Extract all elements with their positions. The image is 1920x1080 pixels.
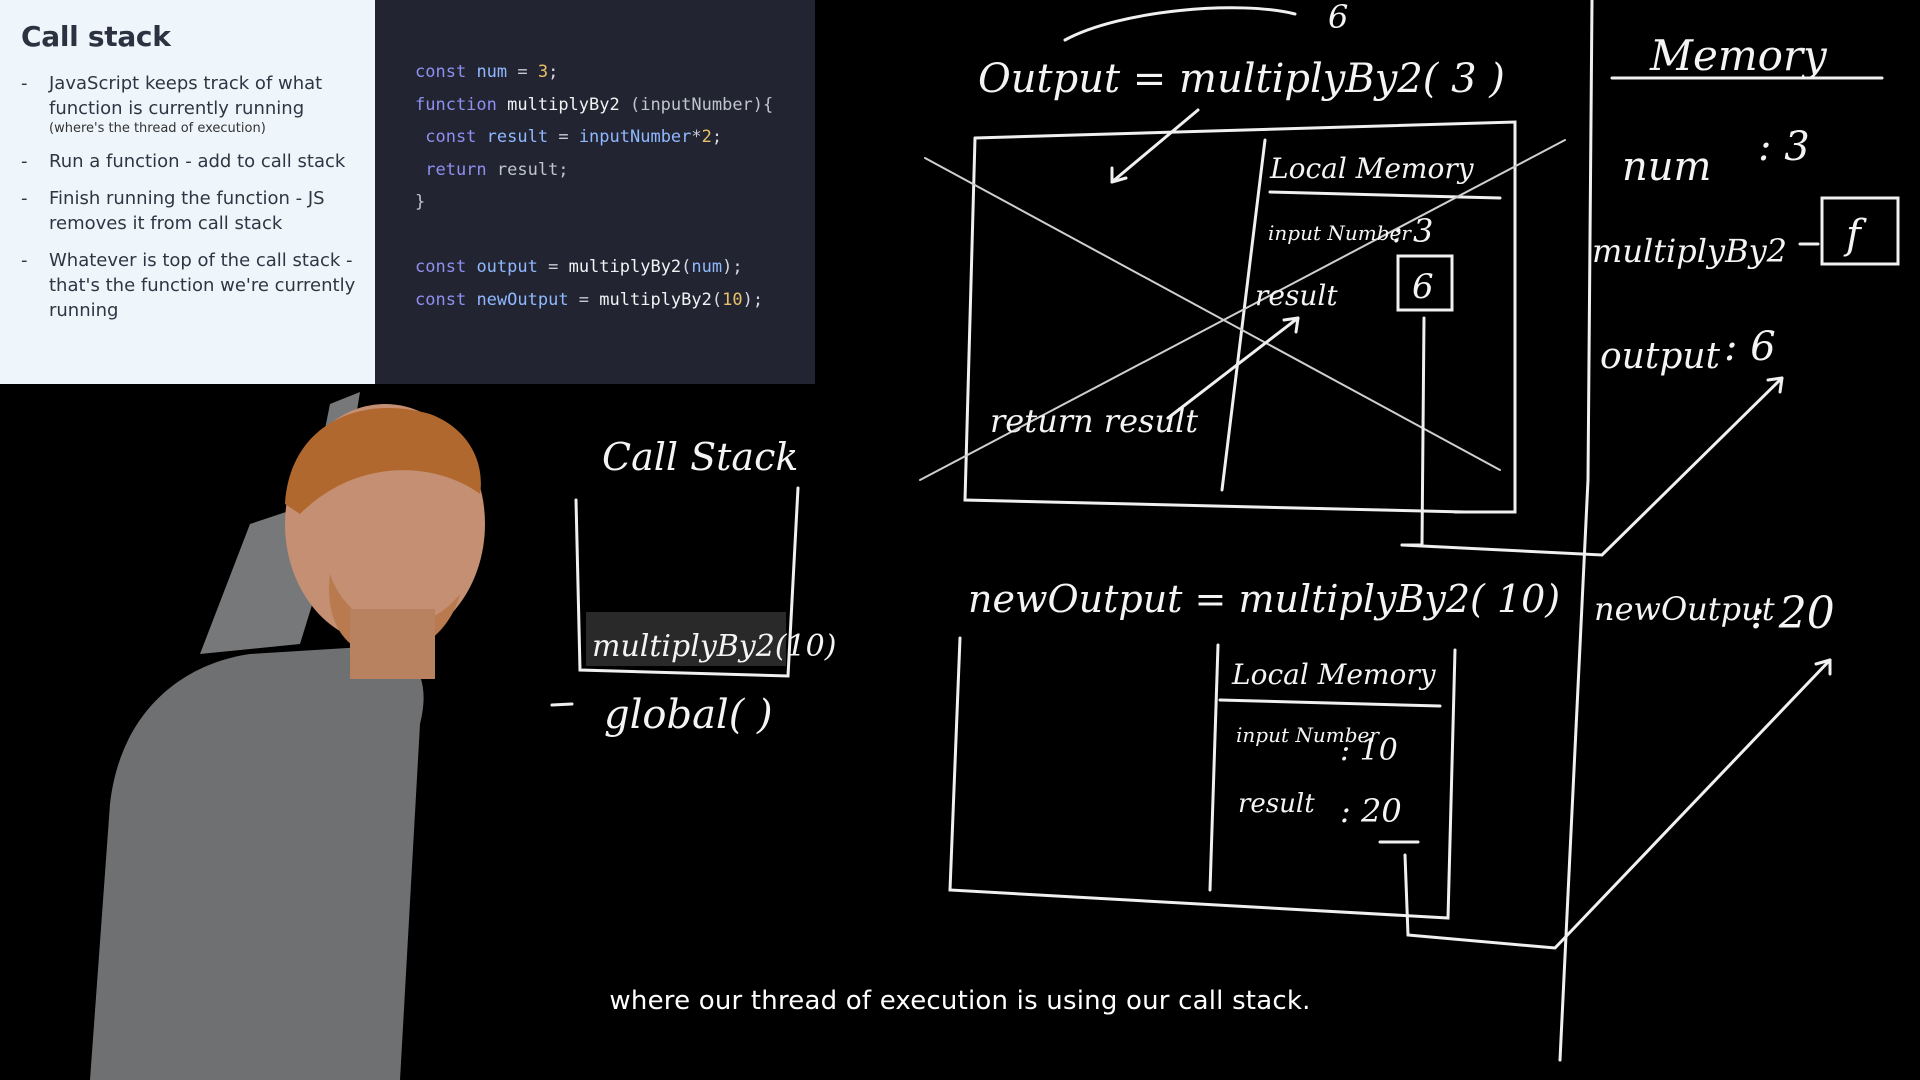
bullet-item: -Finish running the function - JS remove… bbox=[21, 186, 357, 236]
code-punct: ); bbox=[742, 289, 764, 310]
code-line: } bbox=[415, 186, 815, 219]
call-stack-title: Call Stack bbox=[602, 435, 798, 479]
code-keyword: const bbox=[415, 257, 467, 277]
memory-fn-value: f bbox=[1843, 212, 1867, 258]
code-operator: * bbox=[691, 127, 702, 147]
memory-newoutput-value: : 20 bbox=[1750, 588, 1835, 639]
presenter-figure bbox=[90, 392, 485, 1080]
code-operator: = bbox=[568, 289, 600, 310]
code-function-name: multiplyBy2 bbox=[599, 289, 712, 310]
bullet-text: Finish running the function - JS removes… bbox=[49, 188, 325, 234]
bullet-dash: - bbox=[21, 250, 28, 271]
code-line: function multiplyBy2 (inputNumber){ bbox=[415, 89, 815, 122]
code-identifier: output bbox=[476, 257, 538, 277]
code-keyword: const bbox=[415, 62, 467, 82]
board-input-value-2: : 10 bbox=[1340, 733, 1398, 768]
code-text: } bbox=[415, 192, 426, 212]
board-return-text: return result bbox=[990, 402, 1198, 440]
board-result-label-1: result bbox=[1255, 279, 1338, 312]
code-line: const result = inputNumber*2; bbox=[415, 121, 815, 154]
code-function-name: multiplyBy2 bbox=[568, 257, 682, 277]
board-result-value-1: 6 bbox=[1412, 267, 1434, 307]
code-line: return result; bbox=[415, 154, 815, 187]
board-result-value-2: : 20 bbox=[1340, 792, 1402, 830]
memory-output-value: : 6 bbox=[1724, 324, 1776, 370]
code-identifier: result bbox=[486, 127, 549, 147]
code-keyword: return bbox=[415, 159, 487, 180]
call-stack-global: global( ) bbox=[604, 692, 773, 738]
code-keyword: const bbox=[415, 289, 467, 310]
code-panel: const num = 3; function multiplyBy2 (inp… bbox=[375, 0, 815, 384]
code-line-blank bbox=[415, 219, 815, 252]
board-input-label-1: input Number bbox=[1268, 221, 1412, 245]
bullet-text: Whatever is top of the call stack - that… bbox=[49, 250, 356, 321]
call-stack-entry: multiplyBy2(10) bbox=[592, 629, 836, 664]
code-keyword: const bbox=[415, 127, 477, 147]
code-punct: ( bbox=[681, 257, 692, 277]
bullet-dash: - bbox=[21, 188, 28, 209]
bullet-note: (where's the thread of execution) bbox=[49, 121, 266, 136]
code-identifier: inputNumber bbox=[578, 127, 692, 147]
code-identifier: newOutput bbox=[476, 289, 569, 310]
bullet-dash: - bbox=[21, 151, 28, 172]
code-function-name: multiplyBy2 bbox=[507, 94, 620, 115]
board-input-value-1: : 3 bbox=[1392, 212, 1433, 250]
board-local-memory-2: Local Memory bbox=[1231, 658, 1437, 691]
bullet-item: -Whatever is top of the call stack - tha… bbox=[21, 248, 357, 323]
code-punct: ); bbox=[722, 257, 743, 277]
code-operator: = bbox=[537, 257, 569, 277]
memory-title: Memory bbox=[1649, 31, 1828, 80]
bullet-item: -JavaScript keeps track of what function… bbox=[21, 71, 357, 137]
bullet-item: -Run a function - add to call stack bbox=[21, 149, 357, 174]
memory-newoutput-label: newOutput bbox=[1594, 590, 1775, 628]
memory-num-value: : 3 bbox=[1758, 124, 1810, 170]
code-line: const num = 3; bbox=[415, 56, 815, 89]
code-text: result; bbox=[486, 159, 569, 180]
memory-fn-label: multiplyBy2 bbox=[1592, 232, 1787, 270]
bullet-text: JavaScript keeps track of what function … bbox=[49, 73, 323, 119]
code-params: (inputNumber){ bbox=[619, 94, 774, 115]
code-operator: = bbox=[507, 62, 538, 82]
bullet-list: -JavaScript keeps track of what function… bbox=[21, 71, 357, 323]
code-number: 3 bbox=[537, 62, 549, 82]
code-punct: ; bbox=[548, 62, 559, 82]
bullet-dash: - bbox=[21, 73, 28, 94]
code-punct: ( bbox=[711, 289, 723, 310]
memory-output-label: output bbox=[1600, 336, 1721, 377]
code-identifier: num bbox=[476, 62, 508, 82]
code-line: const output = multiplyBy2(num); bbox=[415, 251, 815, 284]
board-output-line: Output = multiplyBy2( 3 ) bbox=[978, 56, 1505, 102]
bullet-text: Run a function - add to call stack bbox=[49, 151, 346, 172]
code-number: 2 bbox=[701, 127, 712, 147]
board-result-label-2: result bbox=[1238, 789, 1315, 819]
code-operator: = bbox=[548, 127, 579, 147]
board-local-memory-1: Local Memory bbox=[1269, 152, 1475, 185]
memory-num-label: num bbox=[1622, 144, 1711, 190]
code-keyword: function bbox=[415, 94, 497, 115]
code-number: 10 bbox=[722, 289, 743, 310]
slide-panel: Call stack -JavaScript keeps track of wh… bbox=[0, 0, 375, 384]
slide-title: Call stack bbox=[21, 20, 171, 53]
code-line: const newOutput = multiplyBy2(10); bbox=[415, 284, 815, 317]
board-output-result: 6 bbox=[1328, 0, 1348, 36]
code-punct: ; bbox=[711, 127, 723, 147]
board-input-label-2: input Number bbox=[1236, 723, 1380, 747]
video-caption: where our thread of execution is using o… bbox=[609, 986, 1311, 1016]
code-identifier: num bbox=[691, 257, 723, 277]
board-new-output-line: newOutput = multiplyBy2( 10) bbox=[968, 577, 1560, 621]
